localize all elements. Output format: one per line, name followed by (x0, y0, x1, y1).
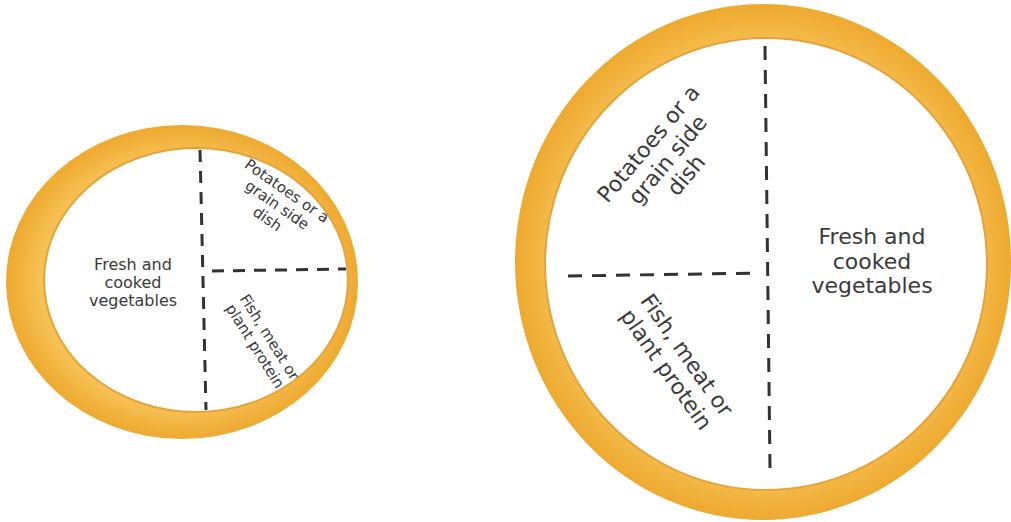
divider-line (212, 269, 346, 271)
plate-rim (6, 125, 358, 439)
plate-rim (515, 4, 1011, 520)
section-label: Fresh and cooked vegetables (792, 225, 952, 299)
plate-center (44, 148, 348, 412)
divider-line (568, 273, 760, 276)
divider-line (200, 150, 206, 410)
divider-line (765, 46, 770, 468)
section-label: Fresh and cooked vegetables (77, 256, 189, 310)
plate-center (545, 38, 987, 490)
plate-section: Fresh and cooked vegetables (77, 256, 189, 310)
plate-section: Fresh and cooked vegetables (792, 225, 952, 299)
